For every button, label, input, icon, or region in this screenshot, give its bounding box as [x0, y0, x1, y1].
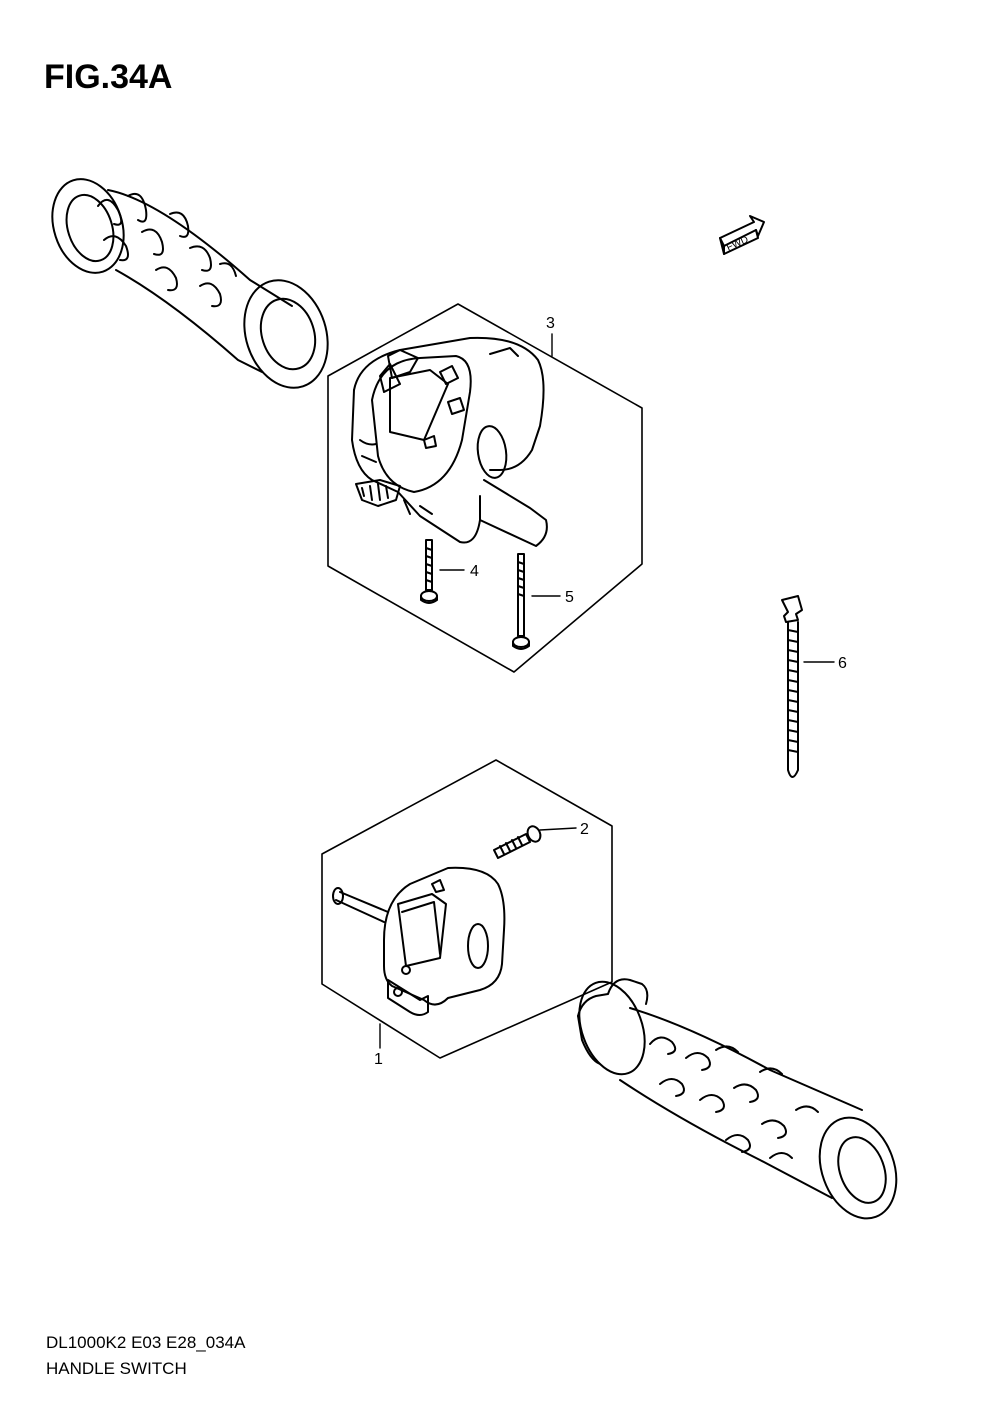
assembly-frame-1 — [321, 759, 613, 1059]
callout-leaders — [379, 333, 835, 1049]
callout-3: 3 — [546, 315, 555, 332]
left-handle-switch[interactable] — [332, 866, 506, 1016]
callout-6: 6 — [838, 655, 847, 672]
callout-4: 4 — [470, 563, 479, 580]
callout-1: 1 — [374, 1051, 383, 1068]
screw-2[interactable] — [493, 824, 543, 859]
figure-code: DL1000K2 E03 E28_034A — [46, 1333, 246, 1352]
screw-4[interactable] — [420, 539, 438, 604]
cable-tie-6[interactable] — [781, 595, 803, 778]
figure-name: HANDLE SWITCH — [46, 1359, 187, 1378]
fwd-arrow-icon: FWD — [719, 215, 765, 255]
right-handle-switch[interactable] — [351, 336, 548, 547]
figure-title: FIG.34A — [44, 58, 173, 96]
right-grip[interactable] — [567, 973, 909, 1230]
callout-5: 5 — [565, 589, 574, 606]
callout-2: 2 — [580, 821, 589, 838]
screw-5[interactable] — [512, 553, 530, 650]
assembly-frame-3 — [327, 303, 643, 673]
left-grip[interactable] — [41, 170, 341, 399]
